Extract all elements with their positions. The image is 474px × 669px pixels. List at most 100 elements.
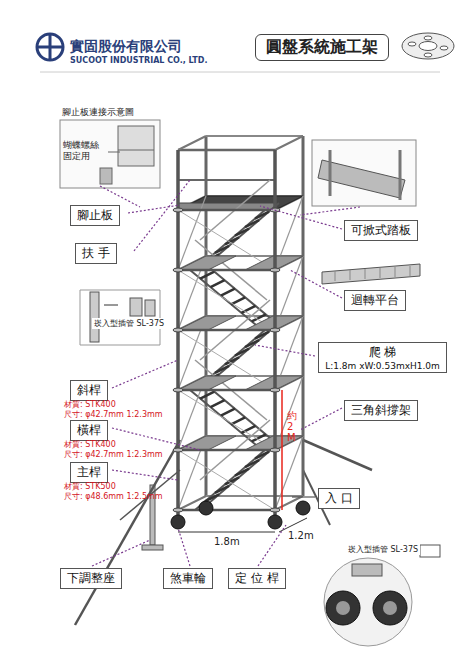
size-spec: 尺寸: φ42.7mm 1:2.3mm [64,409,163,420]
diagonal-brace [178,330,275,390]
rosette-disk [173,448,183,452]
rosette-disk [173,208,183,212]
label-box: 定 位 桿 [228,568,286,589]
outrigger [75,440,180,625]
part-name: 迴轉平台 [351,292,399,309]
label-box: 下調整座 [60,568,122,589]
guardrail [178,149,275,152]
stair-stringer [209,203,279,263]
stair-step [200,272,214,279]
ledger [178,389,275,392]
label-box: 橫桿 [70,420,108,441]
part-name: 斜桿 [77,382,101,399]
rosette-disk [270,448,280,452]
stair-step [245,220,259,227]
landing [178,316,236,330]
stair-step [231,297,245,304]
rosette-disk [173,328,183,332]
dimension: 1.2m [286,530,316,541]
rosette-disk [270,388,280,392]
rosette-disk [270,268,280,272]
stair-step [231,417,245,424]
leader-line [100,186,140,207]
stair-step [211,280,225,287]
inset-note: 蝴蝶螺絲 固定用 [63,140,103,162]
material-spec: 材質: STK400 [64,399,116,410]
stair-step [215,486,229,493]
ledger [178,209,275,212]
part-name: 下調整座 [67,570,115,587]
stair-step [215,246,229,253]
landing [178,436,236,450]
diagonal-brace [178,450,275,510]
stair-step [235,349,249,356]
platform [178,196,303,210]
wheel-inset [324,545,440,646]
guardrail [178,179,275,181]
leader-line [258,525,286,566]
stair-stringer [209,323,279,383]
landing [178,256,236,270]
part-name: 三角斜撐架 [351,402,411,419]
logo [37,34,63,60]
leader-line [290,270,342,298]
entrance-pointer [292,496,315,497]
rosette-disk [173,388,183,392]
part-name: 定 位 桿 [235,570,279,587]
inset-caption: 腳止板連接示意圖 [62,106,134,119]
stair-step [245,460,259,467]
rosette-disk [270,508,280,512]
stair-step [211,400,225,407]
label-box: 入 口 [318,488,360,509]
leader-line [300,207,360,215]
stair-step [241,306,255,313]
diagonal-brace [178,210,275,270]
label-box: 爬 梯L:1.8m xW:0.53mxH1.0m [318,342,447,373]
stair-step [255,452,269,459]
rosette-disk [173,268,183,272]
leader-line [134,180,190,251]
stair-step [200,392,214,399]
label-box: 煞車輪 [163,568,213,589]
part-name: 可掀式踏板 [351,222,411,239]
label-box: 斜桿 [70,380,108,401]
leader-line [300,408,342,430]
rosette-disk [173,508,183,512]
part-name: 入 口 [325,490,353,507]
ledger [178,329,275,332]
stair-step [235,469,249,476]
part-name: 腳止板 [77,207,113,224]
caster-wheel [296,501,310,515]
label-box: 腳止板 [70,205,120,226]
leader-line [92,540,150,566]
landing [178,376,236,390]
stair-step [241,426,255,433]
company-name-en: SUCOOT INDUSTRIAL CO., LTD. [70,56,207,65]
caster-wheel [268,515,282,529]
guardrail [206,135,303,137]
part-code: 崁入型插管 SL-37S [92,318,166,329]
label-box: 三角斜撐架 [344,400,418,421]
part-name: 爬 梯 [325,344,440,361]
stair-step [255,212,269,219]
diagonal-brace [178,270,275,330]
part-name: 主桿 [77,464,101,481]
company-name: 實固股份有限公司 [70,38,182,56]
label-box: 可掀式踏板 [344,220,418,241]
leader-line [260,206,342,229]
label-box: 主桿 [70,462,108,483]
part-spec: L:1.8m xW:0.53mxH1.0m [325,361,440,371]
size-spec: 尺寸: φ42.7mm 1:2.3mm [64,449,163,460]
stair-step [245,340,259,347]
leader-line [128,205,180,213]
dimension: 1.8m [212,536,242,547]
ledger [178,269,275,272]
material-spec: 材質: STK400 [64,439,116,450]
leader-line [112,470,178,480]
material-spec: 材質: STK500 [64,481,116,492]
height-marker [281,390,283,510]
disk-icon [402,33,454,59]
ledger [178,509,275,512]
leader-line [255,345,315,356]
rosette-disk [270,328,280,332]
